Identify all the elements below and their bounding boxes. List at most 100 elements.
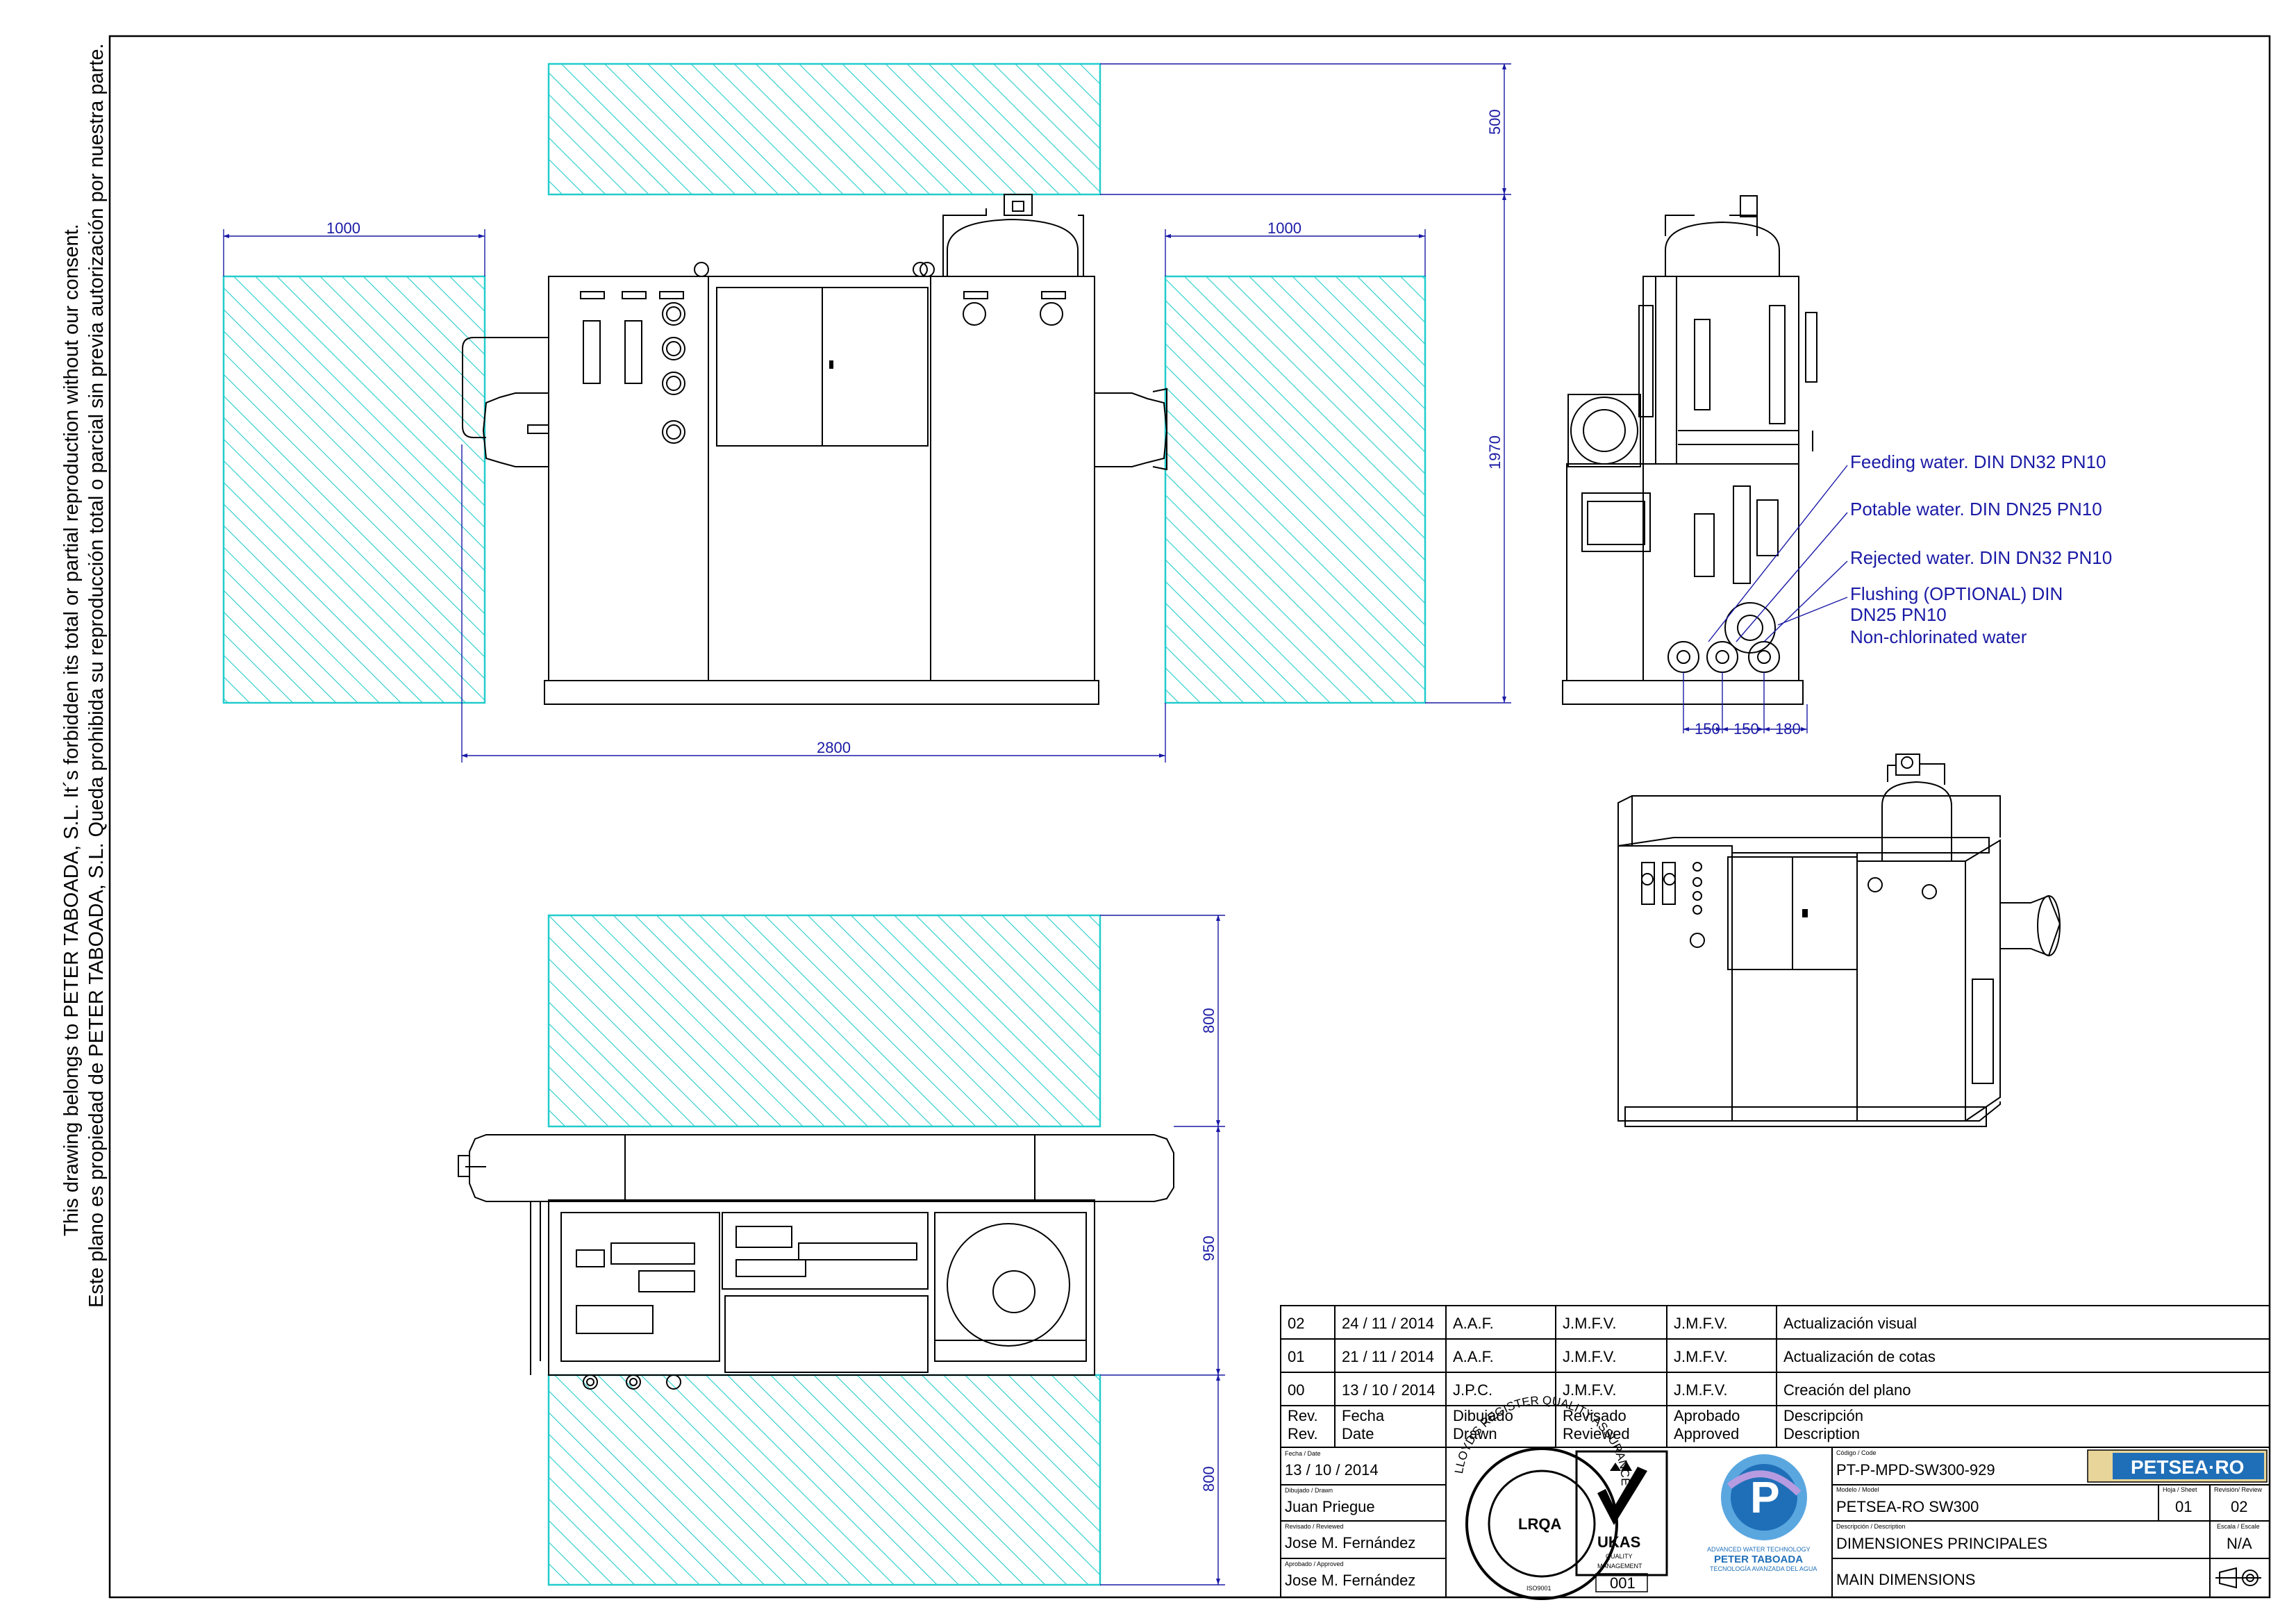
clearance-zone-plan-top	[547, 914, 1101, 1128]
svg-text:P: P	[1750, 1472, 1780, 1522]
header-approved-en: Approved	[1674, 1425, 1739, 1442]
rev-01-date: 21 / 11 / 2014	[1342, 1348, 1434, 1365]
gauge-4	[662, 420, 685, 444]
header-drawn-en: Drawn	[1453, 1425, 1497, 1442]
brand-text: PETSEA·RO	[2131, 1456, 2244, 1478]
rev-00-description: Creación del plano	[1783, 1381, 1911, 1399]
rev-02-number: 02	[1288, 1315, 1304, 1332]
copyright-line-es: Este plano es propiedad de PETER TABOADA…	[85, 43, 108, 1308]
copyright-notice: This drawing belongs to PETER TABOADA, S…	[60, 43, 108, 1308]
description-es: DIMENSIONES PRINCIPALES	[1836, 1535, 2047, 1552]
header-date-en: Date	[1342, 1425, 1374, 1442]
copyright-line-en: This drawing belongs to PETER TABOADA, S…	[60, 224, 83, 1236]
rev-02-reviewed: J.M.F.V.	[1563, 1315, 1616, 1332]
label-flushing-3: Non-chlorinated water	[1850, 626, 2027, 647]
company-name: PETER TABOADA	[1714, 1554, 1803, 1565]
reviewed-label: Revisado / Reviewed	[1285, 1523, 1344, 1530]
header-approved: Aprobado	[1674, 1407, 1740, 1424]
ukas-management: MANAGEMENT	[1597, 1563, 1642, 1570]
scale-label: Escala / Escale	[2217, 1523, 2260, 1530]
drawn-value: Juan Priegue	[1285, 1498, 1375, 1515]
scale-value: N/A	[2227, 1535, 2252, 1552]
projection-symbol-icon	[2215, 1567, 2261, 1589]
left-pipe	[462, 337, 549, 438]
flowmeter-2	[624, 320, 642, 384]
iso-pump	[1999, 894, 2061, 957]
code-value: PT-P-MPD-SW300-929	[1836, 1461, 1995, 1479]
title-block: 02 24 / 11 / 2014 A.A.F. J.M.F.V. J.M.F.…	[1280, 1305, 2270, 1600]
dim-height: 1970	[1486, 435, 1504, 469]
company-tagline-es: TECNOLOGÍA AVANZADA DEL AGUA	[1710, 1565, 1817, 1572]
ukas-text: UKAS	[1597, 1533, 1640, 1551]
isometric-view	[1617, 754, 2061, 1127]
connection-feed	[1667, 641, 1699, 673]
approved-label: Aprobado / Approved	[1285, 1560, 1344, 1567]
clearance-zone-right	[1164, 275, 1426, 704]
company-tagline-en: ADVANCED WATER TECHNOLOGY	[1707, 1546, 1811, 1553]
plan-view: 800 950 800	[458, 914, 1225, 1586]
header-drawn: Dibujado	[1453, 1407, 1513, 1424]
label-flushing-1: Flushing (OPTIONAL) DIN	[1850, 583, 2063, 604]
dim-spacing-1: 150	[1695, 720, 1720, 738]
gauge-5	[963, 302, 986, 326]
left-pump	[482, 392, 549, 467]
dim-plan-depth: 950	[1200, 1235, 1217, 1261]
plan-control-box	[724, 1295, 929, 1373]
rev-00-number: 00	[1288, 1381, 1304, 1399]
revision-label: Revisión/ Review	[2214, 1486, 2263, 1493]
dim-spacing-3: 180	[1775, 720, 1801, 738]
header-reviewed-en: Reviewed	[1563, 1425, 1630, 1442]
gauge-3	[662, 372, 685, 395]
flowmeter-1	[583, 320, 601, 384]
ukas-number: 001	[1610, 1574, 1636, 1592]
description-en: MAIN DIMENSIONS	[1836, 1571, 1975, 1588]
plan-frame	[548, 1199, 1095, 1376]
gauge-2	[662, 337, 685, 360]
rev-01-number: 01	[1288, 1348, 1304, 1365]
model-value: PETSEA-RO SW300	[1836, 1498, 1979, 1515]
dim-plan-bottom: 800	[1200, 1466, 1217, 1492]
header-rev-en: Rev.	[1288, 1425, 1318, 1442]
dim-plan-top: 800	[1200, 1008, 1217, 1033]
header-rev: Rev.	[1288, 1407, 1318, 1424]
lloyds-mark: LRQA	[1518, 1515, 1561, 1533]
header-description: Descripción	[1783, 1407, 1863, 1424]
label-potable-water: Potable water. DIN DN25 PN10	[1850, 499, 2102, 519]
date-label: Fecha / Date	[1285, 1450, 1321, 1457]
peter-taboada-logo: P ADVANCED WATER TECHNOLOGY PETER TABOAD…	[1707, 1454, 1817, 1572]
code-label: Código / Code	[1836, 1449, 1877, 1456]
clearance-zone-left	[222, 275, 486, 704]
right-pump	[1094, 392, 1168, 467]
label-feeding-water: Feeding water. DIN DN32 PN10	[1850, 451, 2106, 472]
header-date: Fecha	[1342, 1407, 1385, 1424]
dim-top-clearance: 500	[1486, 109, 1504, 135]
rev-02-drawn: A.A.F.	[1453, 1315, 1494, 1332]
header-description-en: Description	[1783, 1425, 1860, 1442]
dim-total-width: 2800	[817, 739, 851, 756]
rev-01-approved: J.M.F.V.	[1674, 1348, 1727, 1365]
iso-tank	[1881, 781, 1952, 861]
label-rejected-water: Rejected water. DIN DN32 PN10	[1850, 547, 2112, 568]
dim-right-clearance: 1000	[1267, 219, 1301, 237]
rev-02-approved: J.M.F.V.	[1674, 1315, 1727, 1332]
clearance-zone-plan-bottom	[547, 1374, 1101, 1586]
rev-00-date: 13 / 10 / 2014	[1342, 1381, 1436, 1399]
sheet-border	[108, 35, 2271, 1599]
date-value: 13 / 10 / 2014	[1285, 1461, 1379, 1479]
rev-01-description: Actualización de cotas	[1783, 1348, 1936, 1365]
rev-01-reviewed: J.M.F.V.	[1563, 1348, 1616, 1365]
header-reviewed: Revisado	[1563, 1407, 1627, 1424]
label-flushing-2: DN25 PN10	[1850, 604, 1947, 625]
reviewed-value: Jose M. Fernández	[1285, 1534, 1415, 1551]
revision-rows: 02 24 / 11 / 2014 A.A.F. J.M.F.V. J.M.F.…	[1288, 1315, 1936, 1399]
lloyds-iso: ISO9001	[1526, 1585, 1552, 1592]
approved-value: Jose M. Fernández	[1285, 1572, 1415, 1589]
side-view	[1562, 195, 1817, 705]
gauge-6	[1040, 302, 1063, 326]
model-label: Modelo / Model	[1836, 1486, 1879, 1493]
petsea-ro-brand: PETSEA·RO	[2087, 1449, 2268, 1483]
plan-pumps-row	[469, 1134, 1174, 1202]
rev-01-drawn: A.A.F.	[1453, 1348, 1494, 1365]
revision-value: 02	[2231, 1498, 2247, 1515]
